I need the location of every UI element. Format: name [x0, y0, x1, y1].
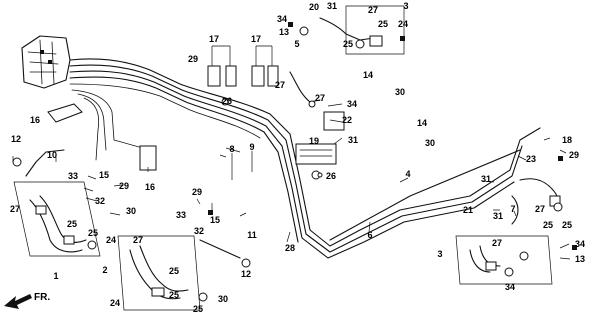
callout-12-center: 12	[241, 269, 251, 279]
line-4	[329, 149, 521, 241]
rear-hose-assembly	[511, 178, 561, 225]
callout-17-right: 17	[251, 34, 261, 44]
callout-30-d: 30	[425, 138, 435, 148]
callout-31-d: 31	[493, 211, 503, 221]
callout-28: 28	[285, 243, 295, 253]
callout-11: 11	[247, 230, 257, 240]
callout-31-c: 31	[481, 174, 491, 184]
bracket-16-upper	[47, 103, 83, 123]
callout-16-upper: 16	[30, 115, 40, 125]
callout-30-b: 30	[126, 206, 136, 216]
callout-3-upper: 3	[403, 1, 408, 11]
callout-31-b: 31	[348, 135, 358, 145]
callout-29-b: 29	[119, 181, 129, 191]
callout-21: 21	[463, 205, 473, 215]
callout-17-left: 17	[209, 34, 219, 44]
callout-32-b: 32	[194, 226, 204, 236]
callout-6: 6	[367, 230, 372, 240]
callout-25-h: 25	[543, 220, 553, 230]
callout-25-b: 25	[378, 19, 388, 29]
front-right-hose	[117, 235, 241, 311]
callout-12-left: 12	[11, 134, 21, 144]
callout-25-d: 25	[88, 228, 98, 238]
front-left-hose	[13, 149, 101, 257]
callout-27-g: 27	[535, 204, 545, 214]
abs-modulator	[21, 35, 71, 89]
callout-7: 7	[510, 204, 515, 214]
front-direction-label: FR.	[34, 292, 50, 303]
callout-5: 5	[294, 39, 299, 49]
callout-32-a: 32	[95, 196, 105, 206]
callout-4: 4	[405, 169, 410, 179]
callout-33-b: 33	[176, 210, 186, 220]
proportioning-valve	[295, 111, 345, 165]
callout-14-lower: 14	[417, 118, 427, 128]
callout-25-i: 25	[562, 220, 572, 230]
callout-25-f: 25	[169, 290, 179, 300]
callout-27-b: 27	[275, 80, 285, 90]
callout-25-e: 25	[169, 266, 179, 276]
callout-34-a: 34	[277, 14, 287, 24]
callout-labels: 1 2 3 3 4 5 6 7 8 9 10 11 12 12 13 13 14…	[10, 1, 585, 314]
callout-18: 18	[562, 135, 572, 145]
callout-24-left: 24	[106, 235, 116, 245]
callout-25-a: 25	[343, 39, 353, 49]
callout-26-lower: 26	[326, 171, 336, 181]
callout-31-a: 31	[327, 1, 337, 11]
callout-29-a: 29	[188, 54, 198, 64]
callout-13-upper: 13	[279, 27, 289, 37]
callout-19: 19	[309, 136, 319, 146]
callout-30-a: 30	[395, 87, 405, 97]
front-direction-arrow: FR.	[4, 292, 50, 309]
callout-16-lower: 16	[145, 182, 155, 192]
callout-25-g: 25	[193, 304, 203, 314]
callout-15-center: 15	[210, 215, 220, 225]
callout-2: 2	[102, 265, 107, 275]
callout-34-d: 34	[575, 239, 585, 249]
callout-1: 1	[53, 271, 58, 281]
callout-34-b: 34	[347, 99, 357, 109]
callout-3-lower: 3	[437, 249, 442, 259]
callout-13-lower: 13	[575, 254, 585, 264]
callout-23: 23	[526, 154, 536, 164]
callout-27-d: 27	[10, 204, 20, 214]
callout-15-left: 15	[99, 170, 109, 180]
callout-24-lower: 24	[110, 298, 120, 308]
clip-set	[207, 45, 279, 87]
callout-27-e: 27	[133, 235, 143, 245]
callout-27-f: 27	[492, 238, 502, 248]
brake-line-bundle	[69, 58, 541, 259]
callout-29-c: 29	[192, 187, 202, 197]
callout-20: 20	[309, 2, 319, 12]
callout-9: 9	[249, 142, 254, 152]
fasteners	[12, 22, 577, 302]
callout-25-c: 25	[67, 219, 77, 229]
callout-8: 8	[229, 144, 234, 154]
callout-10: 10	[47, 150, 57, 160]
leader-lines	[12, 103, 571, 260]
callout-26-upper: 26	[222, 96, 232, 106]
bracket-16-lower	[139, 145, 157, 171]
callout-27-c: 27	[315, 93, 325, 103]
callout-14-upper: 14	[363, 70, 373, 80]
callout-29-d: 29	[569, 150, 579, 160]
callout-34-c: 34	[505, 282, 515, 292]
callout-30-c: 30	[218, 294, 228, 304]
callout-33-a: 33	[68, 171, 78, 181]
callout-24-upper: 24	[398, 19, 408, 29]
callout-27-a: 27	[368, 5, 378, 15]
callout-22: 22	[342, 115, 352, 125]
rear-right-hose	[455, 235, 553, 285]
